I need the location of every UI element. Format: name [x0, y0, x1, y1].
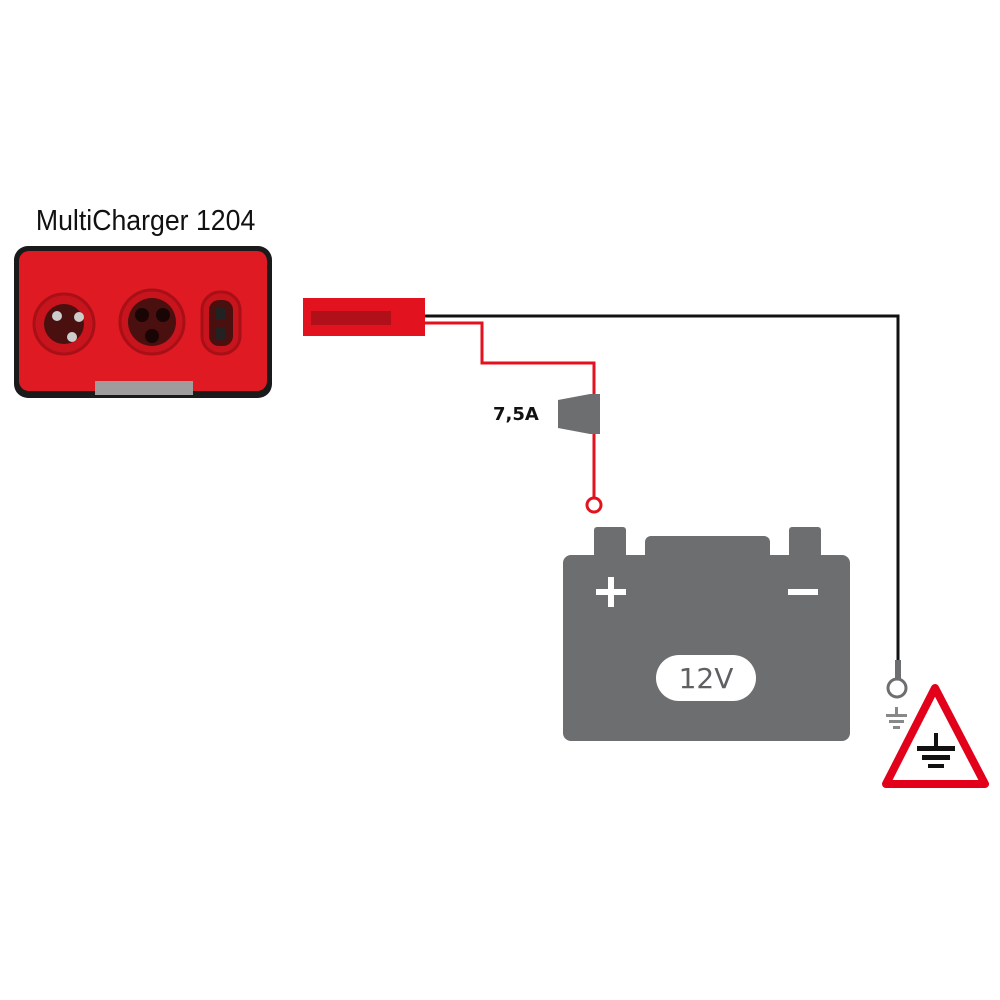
ground-symbol-small-icon: [886, 707, 907, 729]
red-ring-terminal: [585, 496, 603, 514]
charger-title: MultiCharger 1204: [36, 204, 255, 236]
plug-connector: [303, 298, 425, 336]
minus-icon: [788, 589, 818, 595]
red-positive-wire: [425, 321, 596, 397]
socket-left: [32, 292, 96, 356]
fuse: [558, 394, 600, 434]
plus-icon: [596, 577, 626, 607]
battery-voltage: 12V: [679, 662, 734, 695]
fuse-label: 7,5A: [493, 404, 539, 425]
black-ground-wire: [425, 314, 900, 676]
socket-right: [200, 290, 242, 356]
ground-warning-icon: [882, 684, 989, 788]
socket-middle: [118, 288, 186, 356]
charger-unit: [14, 246, 272, 398]
battery: 12V: [563, 527, 850, 741]
ground-ring-terminal: [886, 677, 908, 699]
